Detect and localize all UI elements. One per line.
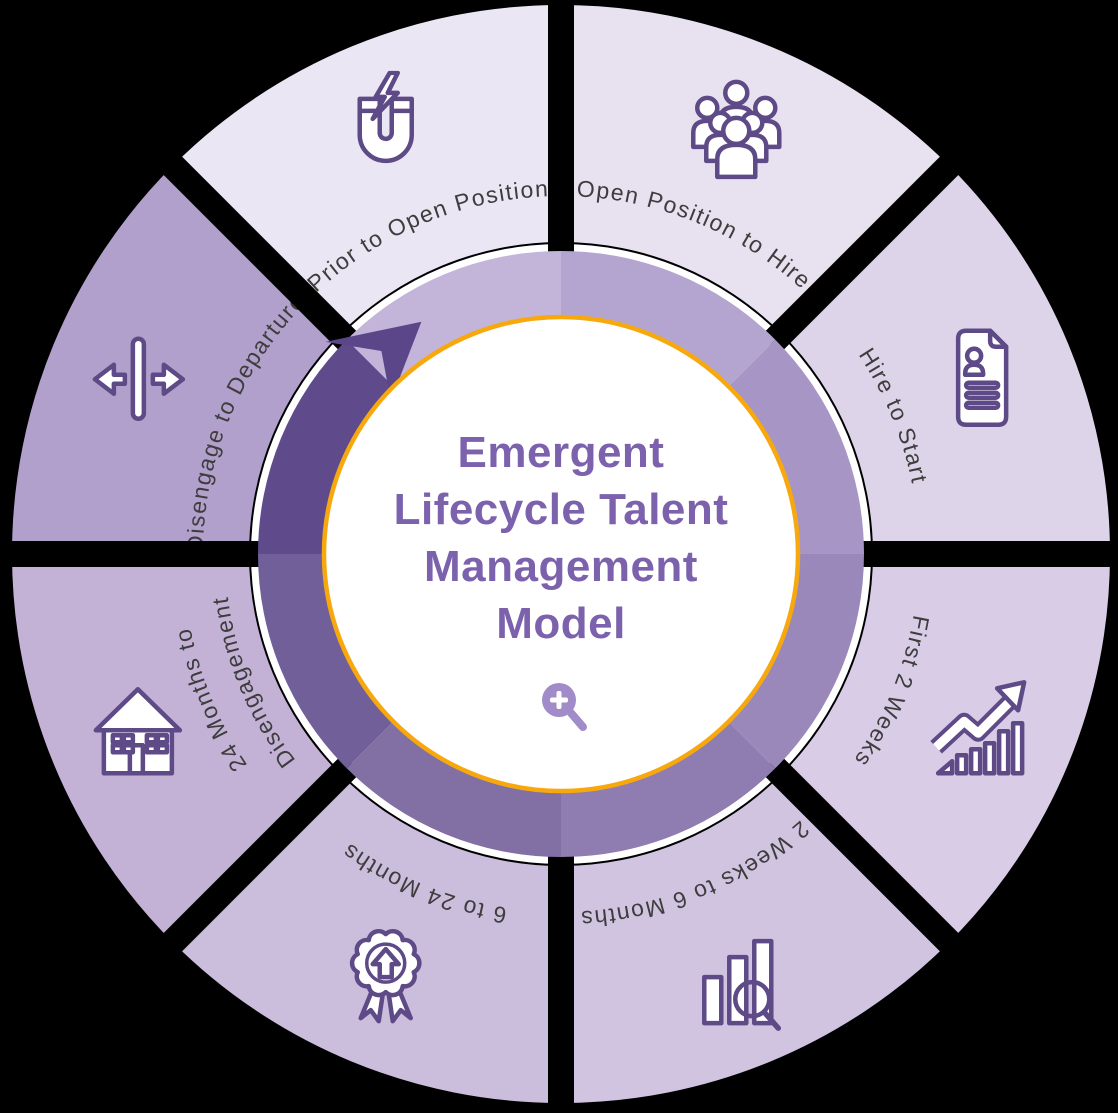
center-circle <box>321 314 801 794</box>
divider-gap <box>761 147 968 354</box>
title-line-4: Model <box>496 599 626 648</box>
title-line-1: Emergent <box>457 428 665 477</box>
center-title: Emergent Lifecycle Talent Management Mod… <box>341 424 781 652</box>
ring-arc-5 <box>561 722 776 858</box>
ring-arc-3 <box>729 339 864 554</box>
ring-arc-6 <box>346 722 561 857</box>
stage-ring <box>257 250 865 858</box>
ring-arc-2 <box>561 250 776 386</box>
divider-gap <box>154 754 361 961</box>
ring-arc-8 <box>258 339 393 554</box>
ring-arc-7 <box>257 554 393 769</box>
magnifier-plus-icon[interactable] <box>542 683 587 731</box>
plus-glyph <box>556 691 562 709</box>
ring-arc-4 <box>729 554 865 769</box>
resume-document-icon <box>958 331 1006 425</box>
title-line-2: Lifecycle Talent <box>393 485 729 534</box>
magnifier-handle <box>567 709 587 731</box>
divider-gap <box>761 754 968 961</box>
title-line-3: Management <box>424 542 698 591</box>
people-group-icon <box>693 82 779 177</box>
divider-gap <box>154 147 361 354</box>
